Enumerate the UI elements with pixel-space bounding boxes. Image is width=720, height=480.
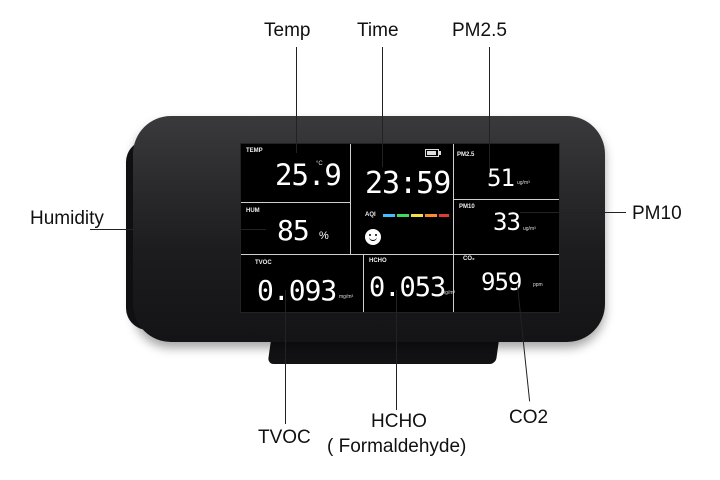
callout-co2: CO2 <box>509 407 549 428</box>
temp-unit: °C <box>316 161 323 167</box>
temp-value: 25.9 <box>275 158 342 192</box>
grid-divider <box>453 144 454 312</box>
aqi-level-bar <box>425 214 437 217</box>
temp-label: TEMP <box>246 148 263 154</box>
co2-label: CO₂ <box>463 256 475 262</box>
hcho-label: HCHO <box>369 258 387 264</box>
grid-divider <box>363 254 364 312</box>
callout-temp: Temp <box>264 20 311 41</box>
smiley-face-icon <box>365 229 381 245</box>
pm25-value: 51 <box>487 164 515 192</box>
humidity-unit: % <box>319 230 329 242</box>
aqi-level-bar <box>383 214 395 217</box>
grid-divider <box>453 199 559 200</box>
co2-unit: ppm <box>533 282 543 288</box>
leader-line-pm10 <box>520 212 626 213</box>
pm10-unit: ug/m³ <box>523 226 536 232</box>
aqi-label: AQI <box>365 212 376 218</box>
pm10-value: 33 <box>493 208 521 236</box>
hcho-value: 0.053 <box>369 272 446 303</box>
callout-time: Time <box>357 20 399 41</box>
hcho-unit: mg/m³ <box>441 290 456 296</box>
grid-divider <box>241 202 350 203</box>
pm25-unit: ug/m³ <box>517 180 530 186</box>
grid-divider <box>241 254 559 255</box>
aqi-level-bar <box>439 214 449 217</box>
leader-line-humidity <box>90 229 266 230</box>
callout-tvoc: TVOC <box>258 427 311 448</box>
callout-pm25: PM2.5 <box>452 20 507 41</box>
time-value: 23:59 <box>365 166 451 201</box>
pm25-label: PM2.5 <box>457 152 475 158</box>
leader-line-hcho <box>396 290 397 410</box>
callout-pm10: PM10 <box>632 203 682 224</box>
callout-hcho: HCHO <box>371 411 427 432</box>
tvoc-label: TVOC <box>255 260 272 266</box>
co2-value: 959 <box>481 268 522 296</box>
tvoc-unit: mg/m³ <box>339 294 354 300</box>
humidity-value: 85 <box>277 214 310 247</box>
humidity-label: HUM <box>246 208 260 214</box>
battery-icon <box>425 149 441 157</box>
callout-humidity: Humidity <box>30 208 104 229</box>
leader-line-pm25 <box>489 47 490 173</box>
aqi-level-bar <box>397 214 409 217</box>
aqi-level-bar <box>411 214 423 217</box>
leader-line-temp <box>296 47 297 153</box>
leader-line-time <box>382 47 383 167</box>
lcd-screen: TEMP 25.9 °C HUM 85 % 23:59 AQI PM2.5 51… <box>240 143 560 313</box>
leader-line-tvoc <box>285 290 286 424</box>
callout-formaldehyde: ( Formaldehyde) <box>327 436 467 457</box>
grid-divider <box>350 144 351 254</box>
tvoc-value: 0.093 <box>257 274 337 307</box>
pm10-label: PM10 <box>459 204 475 210</box>
